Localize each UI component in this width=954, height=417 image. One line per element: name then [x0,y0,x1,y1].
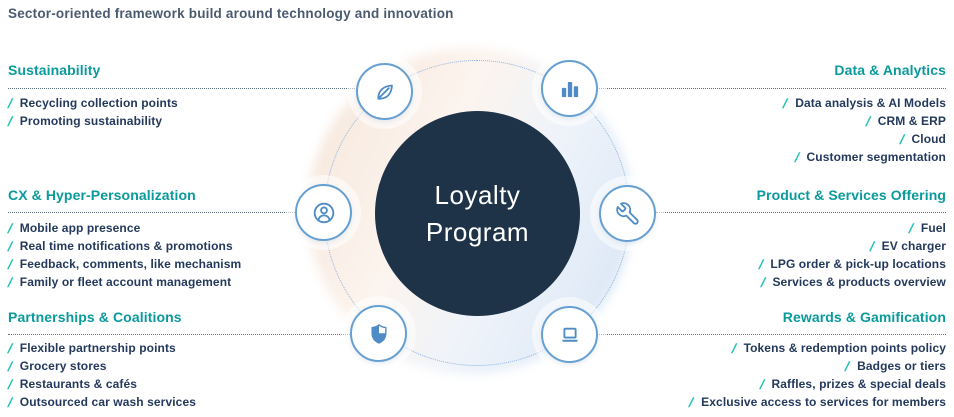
slash-bullet: / [757,256,764,272]
list-item: /Real time notifications & promotions [7,238,233,254]
rule-partnerships [8,334,350,335]
section-items-cx: /Mobile app presence /Real time notifica… [7,219,242,291]
section-items-data-analytics: /Data analysis & AI Models /CRM & ERP /C… [597,94,946,166]
slash-bullet: / [758,376,765,392]
slash-bullet: / [7,220,13,236]
slash-bullet: / [7,238,13,254]
page-title: Sector-oriented framework build around t… [8,6,454,21]
cx-node [295,184,352,241]
section-items-partnerships: /Flexible partnership points /Grocery st… [7,339,196,411]
bar-chart-icon [557,76,583,102]
slash-bullet: / [7,256,13,272]
slash-bullet: / [7,376,13,392]
slash-bullet: / [731,340,737,356]
rule-product-services [656,212,946,213]
slash-bullet: / [793,149,800,165]
data-analytics-node [541,60,598,117]
slash-bullet: / [898,131,905,147]
user-icon [311,200,337,226]
list-item: /Promoting sustainability [7,113,163,129]
shield-icon [366,321,392,347]
section-items-product-services: /Fuel /EV charger /LPG order & pick-up l… [656,219,946,291]
rule-data-analytics [597,88,946,89]
rule-rewards [597,334,946,335]
list-item: /Exclusive access to services for member… [688,394,946,410]
slash-bullet: / [7,358,13,374]
slash-bullet: / [844,358,850,374]
section-items-sustainability: /Recycling collection points /Promoting … [7,94,178,130]
list-item: /Badges or tiers [844,358,946,374]
section-title-partnerships: Partnerships & Coalitions [8,309,182,325]
list-item: /Restaurants & cafés [7,376,138,392]
slash-bullet: / [688,394,694,410]
list-item: /Customer segmentation [793,149,946,165]
list-item: /Family or fleet account management [7,274,232,290]
section-title-cx: CX & Hyper-Personalization [8,187,196,203]
list-item: /Services & products overview [759,274,946,290]
slash-bullet: / [908,220,914,236]
leaf-icon [372,79,398,105]
partnerships-node [350,305,407,362]
section-title-rewards: Rewards & Gamification [782,309,946,325]
slash-bullet: / [759,274,766,290]
slash-bullet: / [7,113,13,129]
core-label-line2: Program [425,216,530,247]
rule-sustainability [8,88,357,89]
section-title-sustainability: Sustainability [8,62,101,78]
product-services-node [599,185,656,242]
section-title-data-analytics: Data & Analytics [834,62,946,78]
list-item: /LPG order & pick-up locations [757,256,946,272]
slash-bullet: / [7,274,13,290]
slash-bullet: / [7,394,13,410]
list-item: /Feedback, comments, like mechanism [7,256,242,272]
list-item: /Outsourced car wash services [7,394,196,410]
list-item: /Recycling collection points [7,95,178,111]
loyalty-program-circle: Loyalty Program [375,111,580,316]
core-label-line1: Loyalty [434,179,521,210]
laptop-icon [557,322,583,348]
list-item: /CRM & ERP [865,113,946,129]
list-item: /Mobile app presence [7,220,141,236]
list-item: /Flexible partnership points [7,340,176,356]
rewards-node [541,306,598,363]
rule-cx [8,212,295,213]
list-item: /Fuel [908,220,946,236]
list-item: /Data analysis & AI Models [782,95,946,111]
list-item: /Tokens & redemption points policy [731,340,946,356]
list-item: /Grocery stores [7,358,107,374]
sustainability-node [356,63,413,120]
list-item: /Raffles, prizes & special deals [758,376,946,392]
section-items-rewards: /Tokens & redemption points policy /Badg… [597,339,946,411]
slash-bullet: / [869,238,875,254]
section-title-product-services: Product & Services Offering [756,187,946,203]
wrench-icon [615,201,641,227]
slash-bullet: / [782,95,789,111]
slash-bullet: / [7,340,13,356]
slash-bullet: / [865,113,871,129]
list-item: /Cloud [898,131,946,147]
list-item: /EV charger [869,238,946,254]
slash-bullet: / [7,95,13,111]
